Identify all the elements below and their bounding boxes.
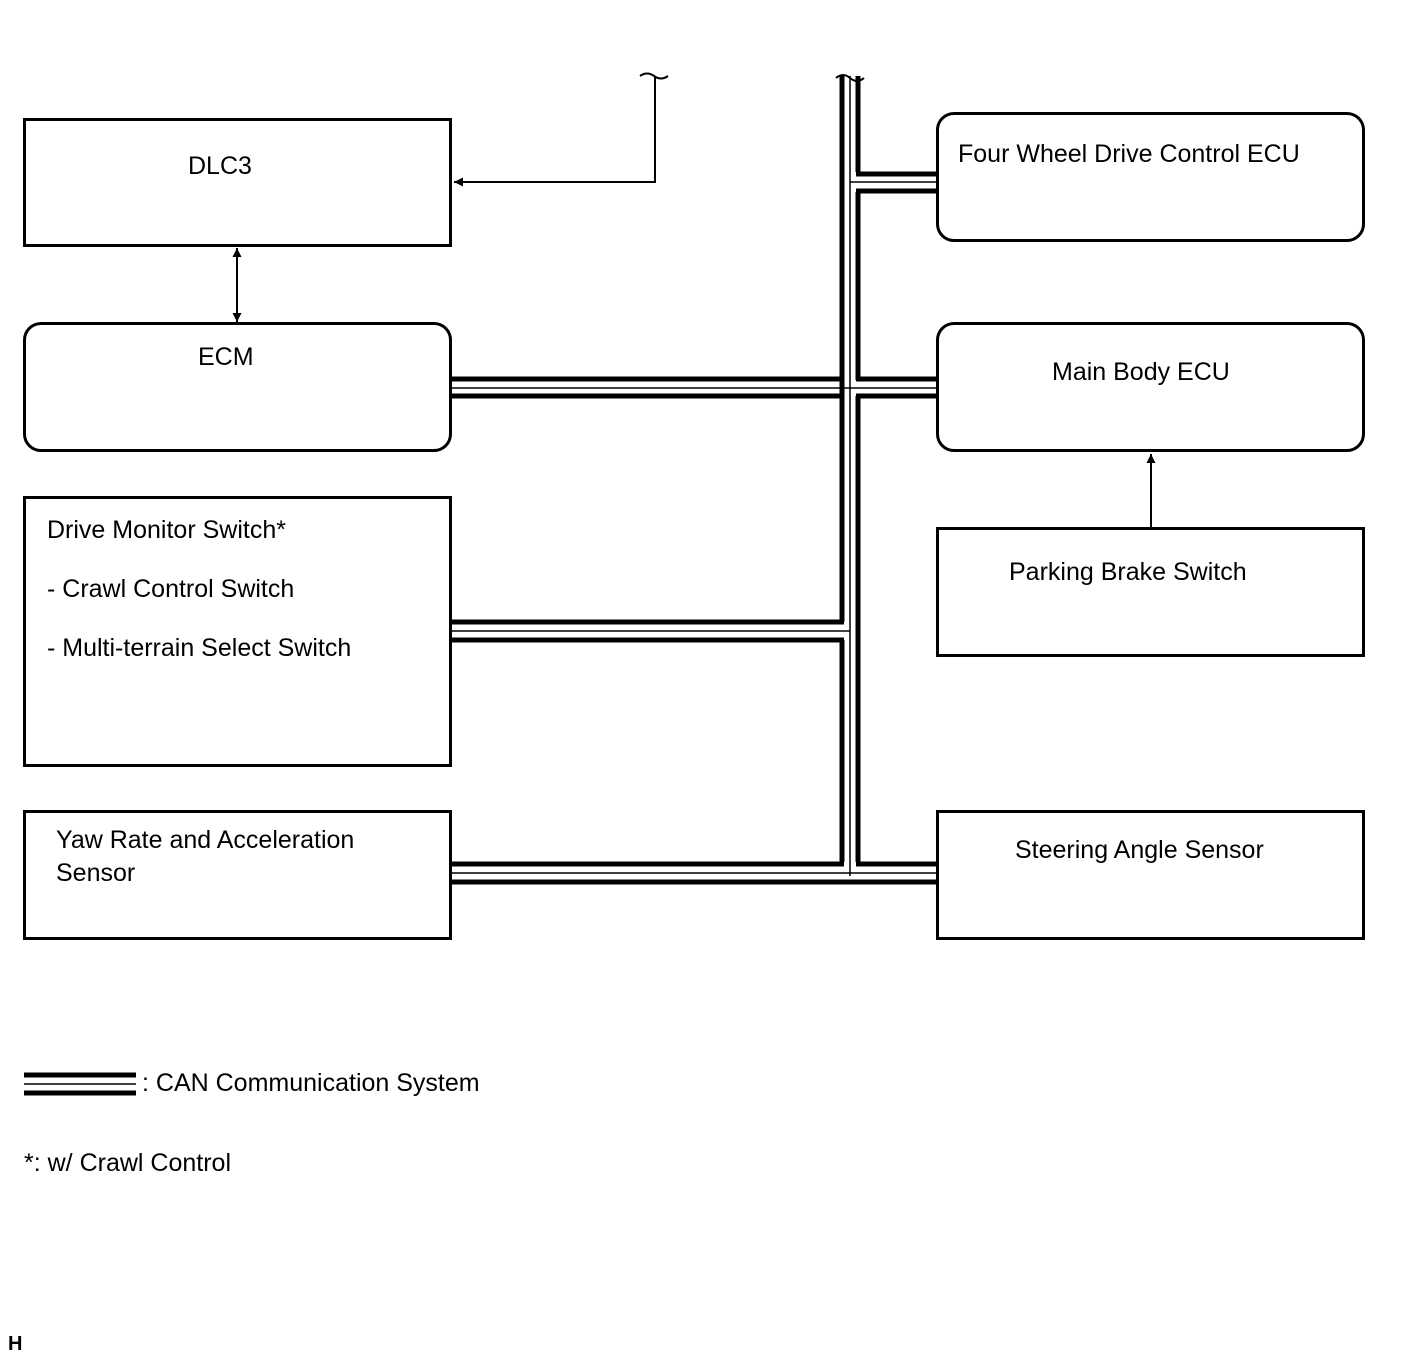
dlc3-label: DLC3 [188,152,252,180]
ecm-label: ECM [198,343,254,371]
figure-code: H [8,1333,23,1355]
legend-can-label: : CAN Communication System [142,1069,480,1097]
ecm-box: ECM [23,322,452,452]
can-branch-main-body-ecu [856,376,938,399]
steering-angle-sensor-box: Steering Angle Sensor [936,810,1365,940]
drive-monitor-switch-box: Drive Monitor Switch* - Crawl Control Sw… [23,496,452,767]
drive-monitor-title: Drive Monitor Switch* [47,516,286,544]
can-branch-ecm [450,376,938,399]
can-bus-trunk [835,74,865,876]
multi-terrain-select-switch-label: - Multi-terrain Select Switch [47,634,352,662]
main-body-ecu-box: Main Body ECU [936,322,1365,452]
yaw-rate-sensor-box: Yaw Rate and Acceleration Sensor [23,810,452,940]
can-branch-yaw-steering [450,861,938,885]
can-branch-four-wheel-ecu [850,171,938,194]
four-wheel-drive-ecu-box: Four Wheel Drive Control ECU [936,112,1365,242]
dlc3-box: DLC3 [23,118,452,247]
legend-can-symbol [24,1072,136,1096]
footnote: *: w/ Crawl Control [24,1149,231,1177]
main-body-ecu-label: Main Body ECU [1052,358,1230,386]
parking-brake-switch-label: Parking Brake Switch [1009,558,1247,586]
dlc3-input-line [454,72,669,187]
steering-angle-sensor-label: Steering Angle Sensor [1015,836,1264,864]
can-branch-drive-monitor [450,619,850,643]
parking-brake-switch-box: Parking Brake Switch [936,527,1365,657]
crawl-control-switch-label: - Crawl Control Switch [47,575,295,603]
yaw-rate-sensor-label: Yaw Rate and Acceleration Sensor [56,826,355,887]
four-wheel-drive-ecu-label: Four Wheel Drive Control ECU [958,140,1300,168]
